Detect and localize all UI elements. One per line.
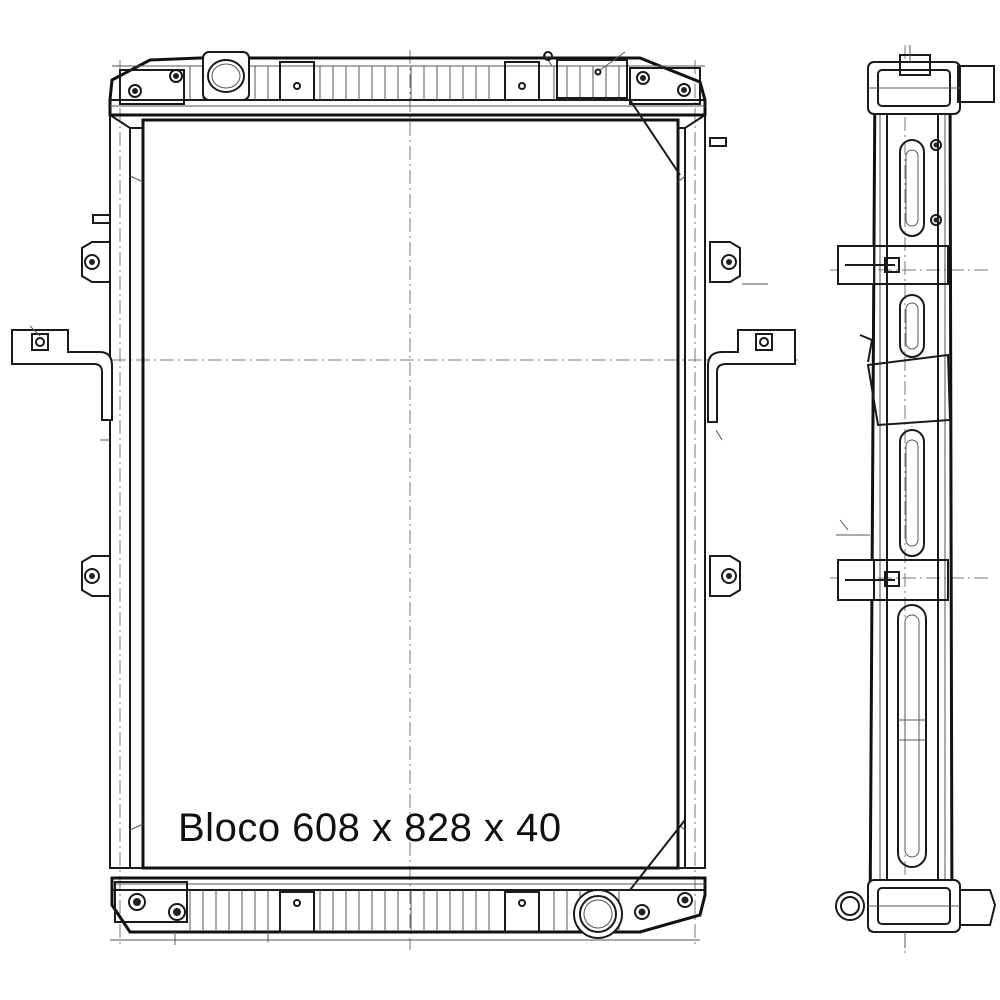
right-support-arm xyxy=(707,329,796,423)
radiator-core xyxy=(141,118,680,870)
top-tank-fins xyxy=(189,66,620,100)
side-top-header xyxy=(867,45,995,226)
bottom-tank-fins xyxy=(189,890,620,930)
bottom-tank xyxy=(110,876,707,942)
block-dimensions-label: Bloco 608 x 828 x 40 xyxy=(178,806,562,850)
right-mount-brackets xyxy=(709,137,768,597)
side-view xyxy=(830,45,997,955)
top-corner-mounts xyxy=(119,51,701,105)
bottom-outlet-pipe xyxy=(573,889,623,939)
front-view xyxy=(11,50,800,950)
left-mount-brackets xyxy=(81,214,111,597)
top-tank xyxy=(108,51,707,117)
side-bottom-header xyxy=(835,879,997,948)
bottom-corner-mounts xyxy=(110,892,700,945)
right-side-channel xyxy=(629,99,706,891)
side-slots xyxy=(897,139,927,868)
top-inlet-pipe xyxy=(202,51,250,101)
left-side-channel xyxy=(109,113,144,869)
left-support-arm xyxy=(11,325,113,421)
side-brackets xyxy=(836,245,952,601)
side-body xyxy=(868,68,954,932)
